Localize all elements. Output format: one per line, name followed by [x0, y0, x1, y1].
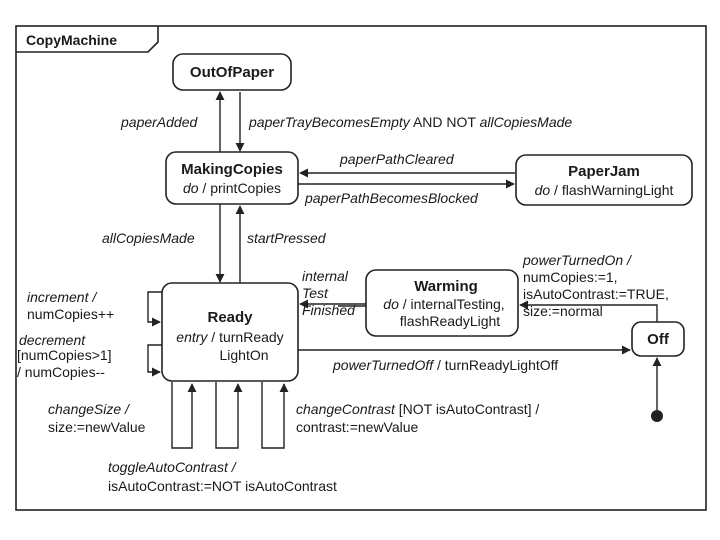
state-activity-cont: flashReadyLight [400, 313, 501, 329]
state-name: OutOfPaper [190, 64, 274, 81]
path-blocked-label: paperPathBecomesBlocked [304, 190, 479, 206]
state-name: Off [647, 331, 670, 348]
state-activity-cont: LightOn [219, 347, 268, 363]
state-activity: entry / turnReady [176, 329, 283, 345]
state-name: PaperJam [568, 163, 640, 180]
decrement-action: / numCopies-- [17, 364, 105, 380]
increment-event: increment / [27, 289, 98, 305]
path-cleared-label: paperPathCleared [339, 151, 455, 167]
power-on-arrow [519, 300, 658, 322]
all-copies-made-label: allCopiesMade [102, 230, 195, 246]
toggle-contrast-self-arrow [215, 382, 243, 449]
state-activity: do / flashWarningLight [535, 182, 674, 198]
internal-test-label-1: internal [302, 268, 349, 284]
frame-title: CopyMachine [26, 32, 117, 48]
state-name: Warming [414, 278, 478, 295]
state-ready: Ready entry / turnReady LightOn [161, 282, 299, 382]
state-name: MakingCopies [181, 161, 283, 178]
change-contrast-event: changeContrast [NOT isAutoContrast] / [296, 401, 539, 417]
diagram-frame [15, 25, 707, 511]
increment-self-arrow [147, 291, 162, 327]
state-out-of-paper: OutOfPaper [172, 53, 292, 91]
change-size-self-arrow [171, 382, 197, 449]
decrement-event: decrement [19, 332, 86, 348]
change-contrast-action: contrast:=newValue [296, 419, 419, 435]
paper-added-label: paperAdded [120, 114, 199, 130]
frame-title-tab [16, 26, 159, 53]
state-activity: do / internalTesting, [383, 296, 504, 312]
start-pressed-label: startPressed [247, 230, 327, 246]
initial-state-dot [651, 410, 663, 422]
change-contrast-self-arrow [261, 382, 289, 449]
state-off: Off [631, 321, 685, 357]
toggle-contrast-event: toggleAutoContrast / [108, 459, 238, 475]
state-name: Ready [207, 309, 253, 326]
decrement-self-arrow [147, 344, 162, 377]
change-size-action: size:=newValue [48, 419, 146, 435]
internal-test-label-3: Finished [302, 302, 356, 318]
change-size-event: changeSize / [48, 401, 131, 417]
power-off-label: powerTurnedOff / turnReadyLightOff [332, 357, 558, 373]
tray-empty-label: paperTrayBecomesEmpty AND NOT allCopiesM… [248, 114, 572, 130]
toggle-contrast-action: isAutoContrast:=NOT isAutoContrast [108, 478, 337, 494]
internal-test-label-2: Test [302, 285, 329, 301]
power-on-action-2: isAutoContrast:=TRUE, [523, 286, 669, 302]
power-on-action-1: numCopies:=1, [523, 269, 618, 285]
state-paper-jam: PaperJam do / flashWarningLight [515, 154, 693, 206]
power-on-event: powerTurnedOn / [522, 252, 633, 268]
state-making-copies: MakingCopies do / printCopies [165, 151, 299, 205]
state-activity: do / printCopies [183, 180, 281, 196]
power-on-action-3: size:=normal [523, 303, 603, 319]
decrement-guard: [numCopies>1] [17, 347, 112, 363]
state-warming: Warming do / internalTesting, flashReady… [365, 269, 519, 337]
increment-action: numCopies++ [27, 306, 114, 322]
